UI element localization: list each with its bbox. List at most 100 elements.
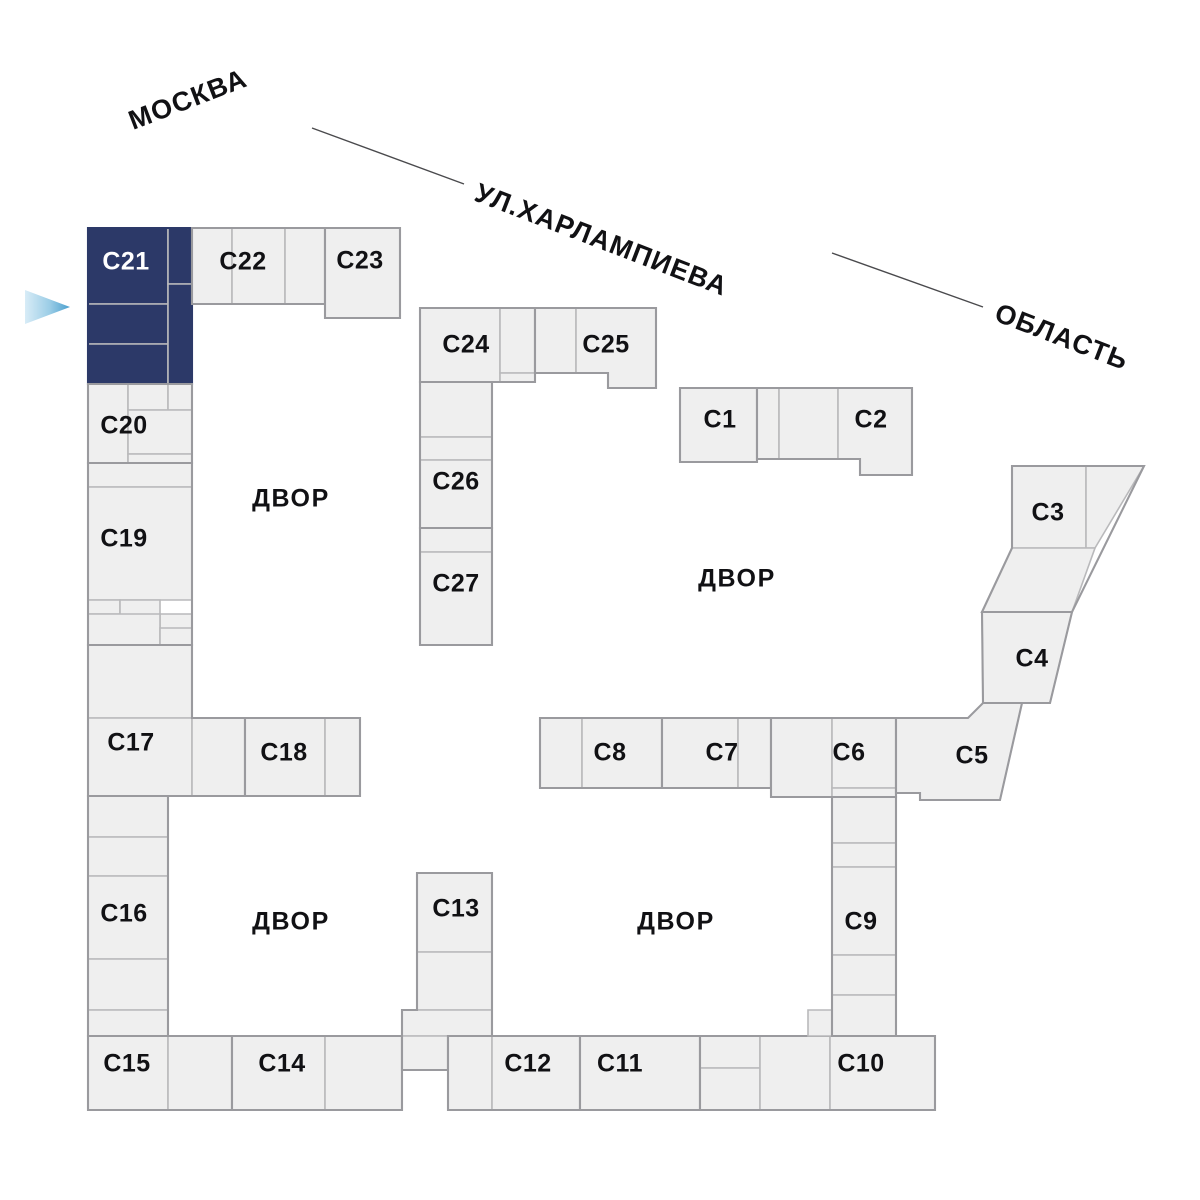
- block-c9-segment-3: [831, 954, 897, 996]
- street-harlampieva: УЛ.ХАРЛАМПИЕВА: [471, 178, 732, 302]
- block-c19-segment-2: [87, 599, 121, 615]
- block-label-c2: C2: [855, 406, 888, 434]
- block-label-c16: C16: [100, 900, 147, 928]
- block-c16-segment-0: [87, 795, 169, 838]
- block-c17[interactable]: C17: [86, 643, 247, 798]
- block-c6-outline: [769, 716, 898, 799]
- block-c2-outline: [755, 386, 914, 477]
- block-c3[interactable]: C3: [980, 464, 1146, 614]
- block-label-c20: C20: [100, 412, 147, 440]
- yard-se-label: ДВОР: [637, 908, 715, 936]
- block-label-c11: C11: [597, 1050, 643, 1078]
- block-label-c19: C19: [100, 525, 147, 553]
- block-label-c25: C25: [582, 331, 629, 359]
- block-c10[interactable]: C10: [698, 1034, 937, 1112]
- block-label-c3: C3: [1032, 499, 1065, 527]
- block-c18[interactable]: C18: [243, 716, 362, 798]
- block-label-c18: C18: [260, 739, 307, 767]
- block-label-c27: C27: [432, 570, 479, 598]
- block-c15-segment-1: [167, 1035, 233, 1111]
- block-c12-segment-0: [447, 1035, 493, 1111]
- block-c16[interactable]: C16: [86, 794, 170, 1038]
- block-c2-segment-0: [756, 387, 780, 460]
- block-c24-segment-2: [499, 372, 536, 383]
- block-label-c22: C22: [219, 248, 266, 276]
- block-c20-segment-1: [127, 383, 169, 411]
- block-c14-segment-1: [324, 1035, 403, 1111]
- block-label-c1: C1: [704, 406, 737, 434]
- block-c13-segment-1: [416, 951, 493, 1011]
- block-c21[interactable]: C21: [86, 226, 194, 386]
- yard-nw-label: ДВОР: [252, 485, 330, 513]
- block-label-c14: C14: [258, 1050, 305, 1078]
- block-label-c24: C24: [442, 331, 489, 359]
- block-c17-segment-2: [191, 717, 246, 797]
- block-c6[interactable]: C6: [769, 716, 898, 799]
- block-c19[interactable]: C19: [86, 461, 194, 647]
- block-c15[interactable]: C15: [86, 1034, 234, 1112]
- block-c2-segment-1: [778, 387, 839, 460]
- block-c3-segment-1: [1085, 465, 1146, 549]
- block-label-c6: C6: [833, 739, 866, 767]
- street-oblast: ОБЛАСТЬ: [991, 298, 1133, 376]
- block-c6-segment-0: [770, 717, 833, 798]
- block-c10-segment-0: [699, 1035, 761, 1069]
- block-c21-segment-1: [167, 227, 193, 285]
- street-moskva: МОСКВА: [124, 63, 251, 136]
- block-c22[interactable]: C22: [190, 226, 327, 306]
- block-c20[interactable]: C20: [86, 382, 194, 465]
- street-lines-group: [311, 127, 984, 308]
- block-c20-segment-4: [127, 453, 193, 464]
- block-c9-segment-4: [831, 994, 897, 1037]
- block-c5[interactable]: C5: [894, 701, 1024, 802]
- block-c8[interactable]: C8: [538, 716, 664, 790]
- yard-ne-label: ДВОР: [698, 565, 776, 593]
- block-c16-segment-1: [87, 836, 169, 877]
- block-c17-segment-0: [87, 644, 193, 719]
- block-c1[interactable]: C1: [678, 386, 759, 464]
- block-c18-outline: [243, 716, 362, 798]
- block-label-c12: C12: [504, 1050, 551, 1078]
- block-c7[interactable]: C7: [660, 716, 773, 790]
- block-c25[interactable]: C25: [533, 306, 658, 390]
- entrance-arrow-group: [25, 290, 70, 324]
- block-c2[interactable]: C2: [755, 386, 914, 477]
- block-c14-outline: [230, 1034, 404, 1112]
- block-c24-outline: [418, 306, 537, 384]
- block-c21-segment-2: [87, 303, 169, 345]
- block-c27[interactable]: C27: [418, 526, 494, 647]
- block-c11[interactable]: C11: [578, 1034, 702, 1112]
- block-c9[interactable]: C9: [807, 795, 898, 1038]
- block-c20-segment-2: [167, 383, 193, 411]
- block-c5-outline: [894, 701, 1024, 802]
- block-label-c15: C15: [103, 1050, 150, 1078]
- block-c27-outline: [418, 526, 494, 647]
- block-label-c9: C9: [845, 908, 878, 936]
- block-c13-segment-3: [401, 1035, 449, 1071]
- block-c13[interactable]: C13: [400, 871, 494, 1072]
- block-c12[interactable]: C12: [446, 1034, 582, 1112]
- entrance-arrow-icon: [25, 290, 70, 324]
- block-c27-segment-1: [419, 551, 493, 646]
- block-label-c23: C23: [336, 247, 383, 275]
- block-c26[interactable]: C26: [418, 380, 494, 530]
- block-c6-segment-2: [831, 787, 897, 798]
- block-c16-segment-3: [87, 958, 169, 1011]
- block-c9-segment-5: [807, 1009, 833, 1037]
- block-c4[interactable]: C4: [980, 610, 1074, 705]
- block-c9-segment-0: [831, 796, 897, 844]
- block-c1-outline: [678, 386, 759, 464]
- block-c14[interactable]: C14: [230, 1034, 404, 1112]
- line-harlampieva-oblast: [831, 252, 984, 308]
- block-c24[interactable]: C24: [418, 306, 537, 384]
- block-c23[interactable]: C23: [323, 226, 402, 320]
- block-label-c4: C4: [1016, 645, 1049, 673]
- block-c10-segment-1: [699, 1067, 761, 1111]
- line-moskva-harlampieva: [311, 127, 465, 185]
- block-c26-segment-0: [419, 381, 493, 438]
- block-label-c17: C17: [107, 729, 154, 757]
